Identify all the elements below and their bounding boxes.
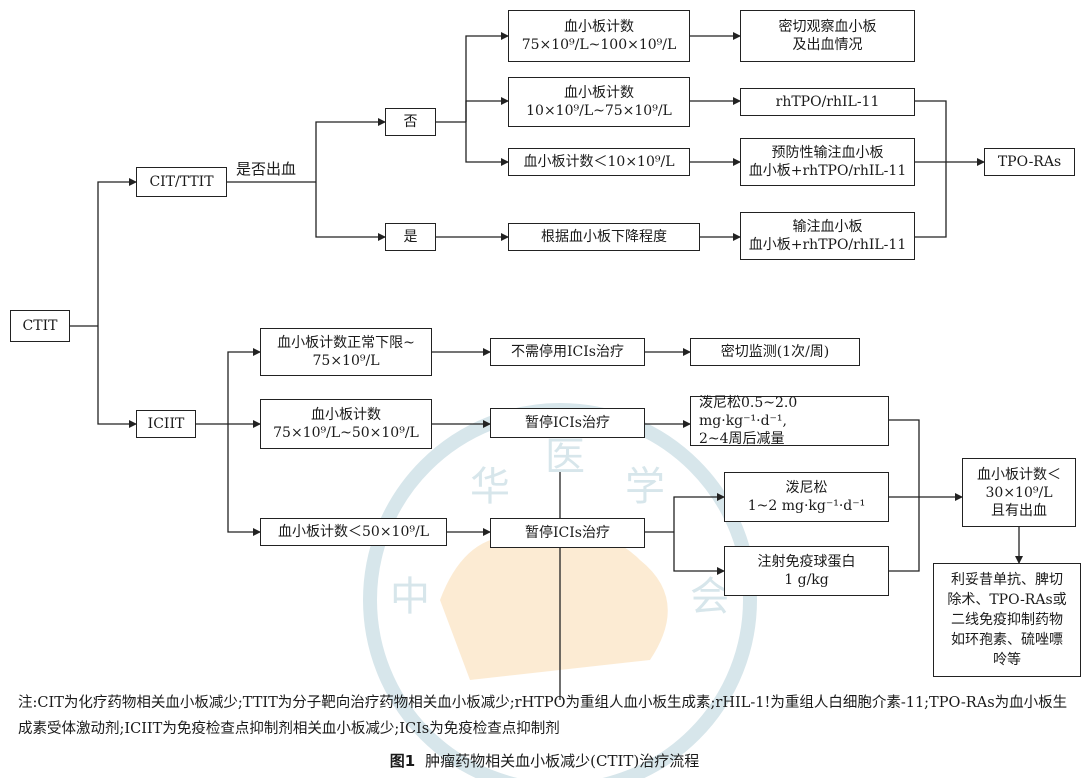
node-transfuse-line1: 输注血小板 (792, 219, 863, 235)
node-no-text: 否 (403, 114, 418, 130)
node-cit-ttit: CIT/TTIT (136, 167, 227, 197)
node-prevent-line1: 预防性输注血小板 (771, 145, 884, 161)
node-pause-2: 暂停ICIs治疗 (490, 518, 645, 548)
node-plt-normal-line2: 75×10⁹/L (312, 353, 380, 369)
node-no-stop-text: 不需停用ICIs治疗 (511, 344, 624, 360)
watermark-char-4: 学 (625, 464, 665, 510)
node-rescue-line2: 除术、TPO-RAs或 (947, 592, 1067, 608)
node-ivig-line2: 1 g/kg (784, 572, 829, 588)
node-by-decline: 根据血小板下降程度 (508, 223, 700, 251)
node-plt-50-75-line1: 血小板计数 (311, 407, 381, 423)
node-by-decline-text: 根据血小板下降程度 (541, 229, 667, 245)
node-plt-10-75-line1: 血小板计数 (564, 85, 634, 101)
node-monitor: 密切监测(1次/周) (690, 338, 860, 366)
node-rescue-line1: 利妥昔单抗、脾切 (951, 572, 1063, 588)
node-prednisone-1: 泼尼松0.5~2.0 mg·kg⁻¹·d⁻¹, 2~4周后减量 (690, 395, 889, 447)
node-prednisone-2: 泼尼松 1~2 mg·kg⁻¹·d⁻¹ (724, 472, 889, 522)
node-plt-lt10: 血小板计数＜10×10⁹/L (508, 148, 690, 176)
node-plt-75-100-line1: 血小板计数 (564, 19, 634, 35)
footnote: 注:CIT为化疗药物相关血小板减少;TTIT为分子靶向治疗药物相关血小板减少;r… (18, 695, 1068, 737)
watermark-char-2: 华 (470, 464, 510, 510)
figure-label: 图1 (389, 752, 416, 770)
node-pause-1-text: 暂停ICIs治疗 (525, 415, 610, 431)
node-plt-normal-line1: 血小板计数正常下限~ (277, 335, 415, 351)
watermark-char-1: 中 (390, 574, 430, 620)
node-prednisone-2-line1: 泼尼松 (785, 480, 828, 496)
node-ctit: CTIT (10, 310, 70, 342)
node-plt-50-75: 血小板计数 75×10⁹/L~50×10⁹/L (260, 399, 432, 449)
node-observe-line1: 密切观察血小板 (778, 19, 877, 35)
node-rescue-line4: 如环孢素、硫唑嘌 (951, 632, 1063, 648)
node-yes-text: 是 (403, 229, 418, 245)
node-iciit: ICIIT (136, 410, 196, 438)
node-rhtpo: rhTPO/rhIL-11 (740, 88, 915, 116)
node-tpo-ras-text: TPO-RAs (997, 154, 1062, 170)
watermark-char-3: 医 (545, 434, 585, 480)
node-plt-lt50-text: 血小板计数＜50×10⁹/L (278, 524, 429, 540)
node-prevent-line2: 血小板+rhTPO/rhIL-11 (748, 163, 907, 179)
node-plt-10-75: 血小板计数 10×10⁹/L~75×10⁹/L (508, 77, 690, 127)
node-plt-10-75-line2: 10×10⁹/L~75×10⁹/L (526, 103, 672, 119)
node-plt-lt30-line1: 血小板计数＜ (977, 466, 1061, 483)
node-rhtpo-text: rhTPO/rhIL-11 (775, 94, 880, 110)
node-plt-lt30-line3: 且有出血 (991, 502, 1047, 519)
node-cit-ttit-text: CIT/TTIT (149, 174, 214, 190)
node-iciit-text: ICIIT (147, 416, 185, 432)
node-plt-50-75-line2: 75×10⁹/L~50×10⁹/L (273, 425, 419, 441)
node-monitor-text: 密切监测(1次/周) (720, 344, 830, 360)
node-prednisone-2-line2: 1~2 mg·kg⁻¹·d⁻¹ (747, 498, 866, 514)
node-plt-normal: 血小板计数正常下限~ 75×10⁹/L (260, 328, 432, 376)
node-tpo-ras: TPO-RAs (984, 148, 1075, 176)
watermark-char-5: 会 (690, 574, 730, 620)
node-prednisone-1-line2: 2~4周后减量 (699, 431, 785, 447)
node-observe: 密切观察血小板 及出血情况 (740, 10, 915, 62)
node-prednisone-1-line1: 泼尼松0.5~2.0 mg·kg⁻¹·d⁻¹, (699, 395, 798, 429)
node-yes: 是 (385, 223, 436, 251)
node-transfuse: 输注血小板 血小板+rhTPO/rhIL-11 (740, 212, 915, 260)
label-bleeding-question: 是否出血 (236, 160, 297, 178)
figure-title: 肿瘤药物相关血小板减少(CTIT)治疗流程 (425, 752, 700, 770)
node-pause-1: 暂停ICIs治疗 (490, 408, 645, 438)
node-transfuse-line2: 血小板+rhTPO/rhIL-11 (748, 237, 907, 253)
node-ivig: 注射免疫球蛋白 1 g/kg (724, 546, 889, 596)
node-rescue-line3: 二线免疫抑制药物 (951, 612, 1063, 628)
figure-caption: 图1 肿瘤药物相关血小板减少(CTIT)治疗流程 (0, 750, 1089, 771)
node-observe-line2: 及出血情况 (792, 37, 863, 53)
node-rescue-line5: 呤等 (993, 652, 1021, 668)
node-no-stop: 不需停用ICIs治疗 (490, 338, 645, 366)
node-plt-lt30: 血小板计数＜ 30×10⁹/L 且有出血 (962, 458, 1076, 527)
node-plt-75-100-line2: 75×10⁹/L~100×10⁹/L (521, 37, 677, 53)
node-plt-lt50: 血小板计数＜50×10⁹/L (260, 518, 447, 546)
node-prevent: 预防性输注血小板 血小板+rhTPO/rhIL-11 (740, 138, 915, 186)
node-pause-2-text: 暂停ICIs治疗 (525, 525, 610, 541)
node-plt-75-100: 血小板计数 75×10⁹/L~100×10⁹/L (508, 10, 690, 62)
node-ivig-line1: 注射免疫球蛋白 (757, 554, 856, 570)
node-ctit-text: CTIT (22, 318, 58, 334)
node-rescue-therapy: 利妥昔单抗、脾切 除术、TPO-RAs或 二线免疫抑制药物 如环孢素、硫唑嘌 呤… (933, 563, 1081, 677)
node-plt-lt30-line2: 30×10⁹/L (985, 484, 1053, 501)
node-plt-lt10-text: 血小板计数＜10×10⁹/L (523, 154, 675, 170)
node-no: 否 (385, 108, 436, 136)
